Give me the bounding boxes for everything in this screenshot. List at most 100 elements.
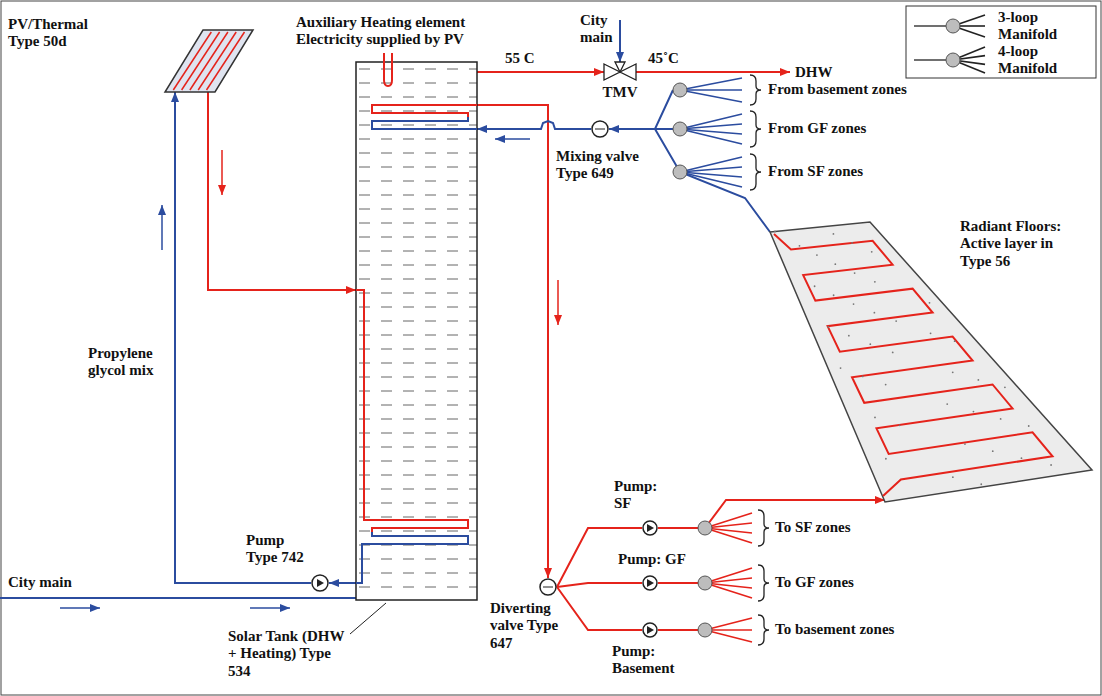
concrete-texture	[873, 312, 875, 314]
concrete-slab	[770, 222, 1092, 502]
valve-body	[595, 129, 605, 130]
manifold-loop	[680, 167, 742, 172]
fluid-label: Propylene glycol mix	[88, 345, 170, 380]
concrete-texture	[952, 371, 954, 373]
flow-arrow	[161, 205, 163, 250]
concrete-texture	[1004, 386, 1006, 388]
manifold-symbol	[673, 122, 687, 136]
bracket	[750, 111, 761, 147]
concrete-texture	[977, 379, 979, 381]
temperature-label: 45˚C	[648, 50, 679, 67]
manifold-loop	[680, 124, 742, 129]
pipe-connector	[175, 92, 311, 583]
concrete-texture	[885, 384, 887, 386]
manifold-loop	[680, 90, 742, 102]
pump-symbol-outline	[642, 575, 658, 591]
zone-label: From GF zones	[768, 120, 866, 137]
zone-label: From SF zones	[768, 163, 863, 180]
pipe-connector	[658, 500, 885, 528]
pump-symbol: Pump: Basement	[642, 622, 658, 638]
concrete-texture	[834, 263, 836, 265]
city-main-pipe	[619, 20, 621, 62]
legend-box	[906, 6, 1096, 78]
flow-arrow	[250, 607, 290, 609]
pump-symbol: Pump: GF	[642, 575, 658, 591]
solar-tank: Solar Tank (DHW + Heating) Type 534	[356, 62, 477, 600]
concrete-texture	[1000, 418, 1002, 420]
concrete-texture	[952, 476, 954, 478]
pvt-collector-outline	[163, 28, 255, 94]
concrete-texture	[848, 335, 850, 337]
node-label: Mixing valve Type 649	[556, 148, 646, 183]
diverting-valve-outline	[539, 578, 557, 596]
pump-casing	[312, 575, 328, 591]
concrete-texture	[827, 326, 829, 328]
concrete-texture	[980, 483, 982, 485]
concrete-texture	[853, 303, 855, 305]
concrete-texture	[1028, 425, 1030, 427]
concrete-texture	[874, 417, 876, 419]
zone-label: From basement zones	[768, 81, 907, 98]
solar-coil	[356, 532, 468, 583]
pipe-connector	[609, 129, 770, 232]
leader-line	[350, 603, 386, 634]
manifold-symbol	[946, 53, 960, 67]
concrete-texture	[840, 367, 842, 369]
legend-pipe	[914, 25, 946, 26]
pump-casing	[643, 521, 657, 535]
pump-symbol: Pump: SF	[642, 520, 658, 536]
manifold-symbol	[698, 521, 712, 535]
concrete-texture	[854, 272, 856, 274]
node-label: Pump: SF	[614, 478, 664, 513]
absorber-tube	[182, 32, 220, 90]
pump-casing	[643, 576, 657, 590]
node-label: Solar Tank (DHW + Heating) Type 534	[228, 628, 353, 680]
pipe-connector	[477, 105, 548, 578]
solar-tank-outline	[356, 62, 477, 600]
tmv-valve: TMV	[604, 62, 636, 82]
temperature-label: 55 C	[503, 50, 537, 67]
pump-impeller	[317, 579, 324, 587]
pump-impeller	[647, 524, 654, 532]
concrete-texture	[892, 352, 894, 354]
concrete-texture	[930, 332, 932, 334]
bracket	[750, 154, 761, 190]
supply-label: City main	[580, 12, 618, 47]
supply-label: City main	[8, 574, 72, 591]
outlet-label: DHW	[795, 64, 833, 81]
pipe-connector	[477, 121, 591, 129]
valve-body	[543, 587, 553, 588]
absorber-tube	[190, 32, 228, 90]
zone-label: To SF zones	[775, 519, 851, 536]
collector-panel	[165, 30, 253, 92]
heating-coil	[372, 105, 477, 117]
manifold-loop	[680, 114, 742, 129]
pipe-connector	[329, 582, 356, 584]
manifold-loop	[680, 157, 742, 172]
legend-label: 3-loop Manifold	[998, 9, 1090, 44]
city-main-pipe	[0, 597, 356, 599]
manifold-symbol	[698, 623, 712, 637]
node-label: Radiant Floors: Active layer in Type 56	[960, 218, 1085, 270]
manifold-loop	[680, 129, 742, 144]
concrete-texture	[816, 254, 818, 256]
flow-arrow	[495, 138, 530, 140]
concrete-texture	[973, 411, 975, 413]
concrete-texture	[851, 242, 853, 244]
manifold-loop	[680, 172, 742, 187]
pipe-connector	[477, 71, 604, 73]
pump-impeller	[647, 579, 654, 587]
bracket	[758, 510, 769, 546]
concrete-texture	[874, 281, 876, 283]
concrete-texture	[871, 251, 873, 253]
concrete-texture	[774, 231, 776, 233]
valve-body	[540, 579, 556, 595]
tmv-valve-outline	[604, 62, 636, 82]
node-label: Pump: Basement	[612, 643, 684, 678]
absorber-tube	[173, 32, 211, 90]
heating-coil	[372, 117, 477, 129]
radiant-floor-outline	[760, 212, 1098, 512]
valve-body	[592, 121, 608, 137]
